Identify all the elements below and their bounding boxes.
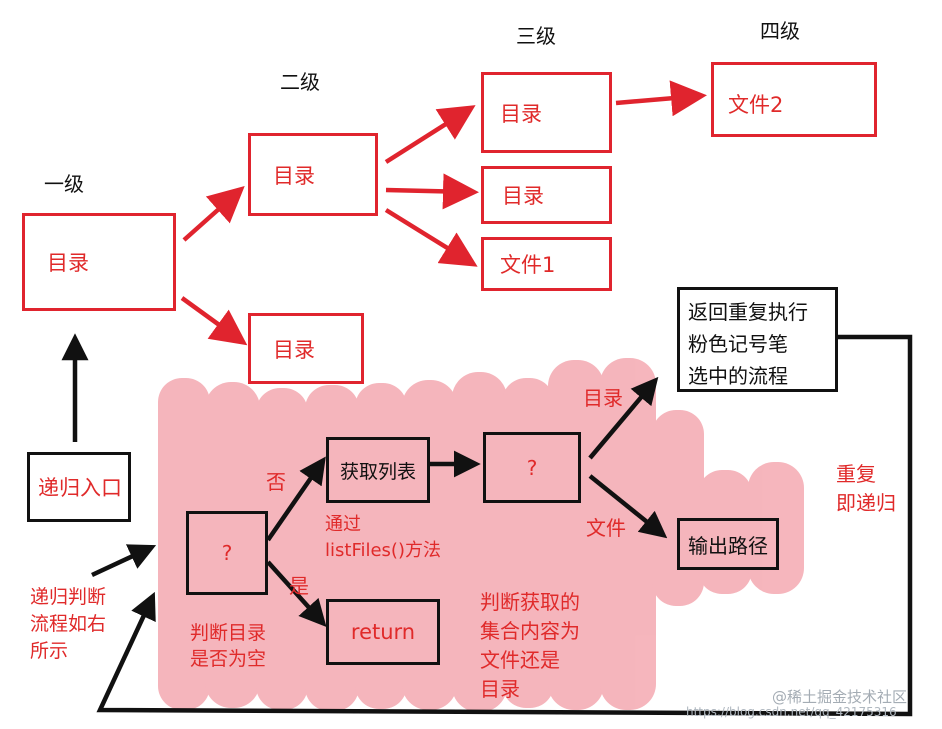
judge-empty-text: 判断目录 是否为空 <box>190 622 267 670</box>
decision-type-mark: ? <box>526 455 538 480</box>
output-path-box: 输出路径 <box>677 518 779 570</box>
repeat-note-text: 返回重复执行 粉色记号笔 选中的流程 <box>688 300 808 388</box>
tree-root-directory: 目录 <box>22 213 176 311</box>
tree-root-label: 目录 <box>47 251 89 275</box>
tree-l2-directory-b: 目录 <box>248 313 364 384</box>
flow-note-text: 递归判断 流程如右 所示 <box>30 586 107 662</box>
tree-l4-file-2: 文件2 <box>711 62 877 137</box>
level-2-heading: 二级 <box>280 70 320 94</box>
via-listfiles-text: 通过 listFiles()方法 <box>325 514 441 561</box>
return-box: return <box>326 599 440 665</box>
level-1-heading: 一级 <box>44 172 84 196</box>
tree-l2b-label: 目录 <box>273 337 315 362</box>
get-list-box: 获取列表 <box>326 437 430 503</box>
tree-l2-directory-a: 目录 <box>248 133 378 216</box>
tree-l3a-label: 目录 <box>500 101 542 126</box>
repeat-recursion-text: 重复 即递归 <box>836 462 896 515</box>
branch-directory-label: 目录 <box>583 386 623 410</box>
level-3-heading: 三级 <box>516 24 556 48</box>
return-label: return <box>350 620 416 644</box>
get-list-label: 获取列表 <box>339 460 416 483</box>
judge-content-text: 判断获取的 集合内容为 文件还是 目录 <box>480 590 580 701</box>
output-path-label: 输出路径 <box>688 533 768 558</box>
watermark-url: https://blog.csdn.net/qq_42175316 <box>686 705 897 719</box>
branch-yes-label: 是 <box>289 574 309 598</box>
branch-no-label: 否 <box>266 470 286 494</box>
decision-type-box: ? <box>483 432 581 503</box>
repeat-note-box: 返回重复执行 粉色记号笔 选中的流程 <box>677 287 838 392</box>
tree-l3-file-1: 文件1 <box>481 237 612 291</box>
recursion-entry-box: 递归入口 <box>27 452 131 522</box>
pink-highlight <box>158 358 804 712</box>
decision-empty-mark: ? <box>221 541 233 565</box>
tree-arrows <box>180 80 707 346</box>
recursion-entry-label: 递归入口 <box>38 476 122 500</box>
tree-l3c-label: 文件1 <box>500 253 556 277</box>
decision-empty-box: ? <box>186 511 268 595</box>
tree-l3b-label: 目录 <box>502 184 544 208</box>
tree-l4a-label: 文件2 <box>728 93 784 117</box>
flow-arrows <box>61 333 913 717</box>
tree-l3-directory-b: 目录 <box>481 166 612 224</box>
watermark-site: @稀土掘金技术社区 <box>772 688 908 706</box>
level-4-heading: 四级 <box>760 19 800 43</box>
tree-l3-directory-a: 目录 <box>481 72 612 153</box>
branch-file-label: 文件 <box>586 516 626 540</box>
tree-l2a-label: 目录 <box>273 163 315 188</box>
